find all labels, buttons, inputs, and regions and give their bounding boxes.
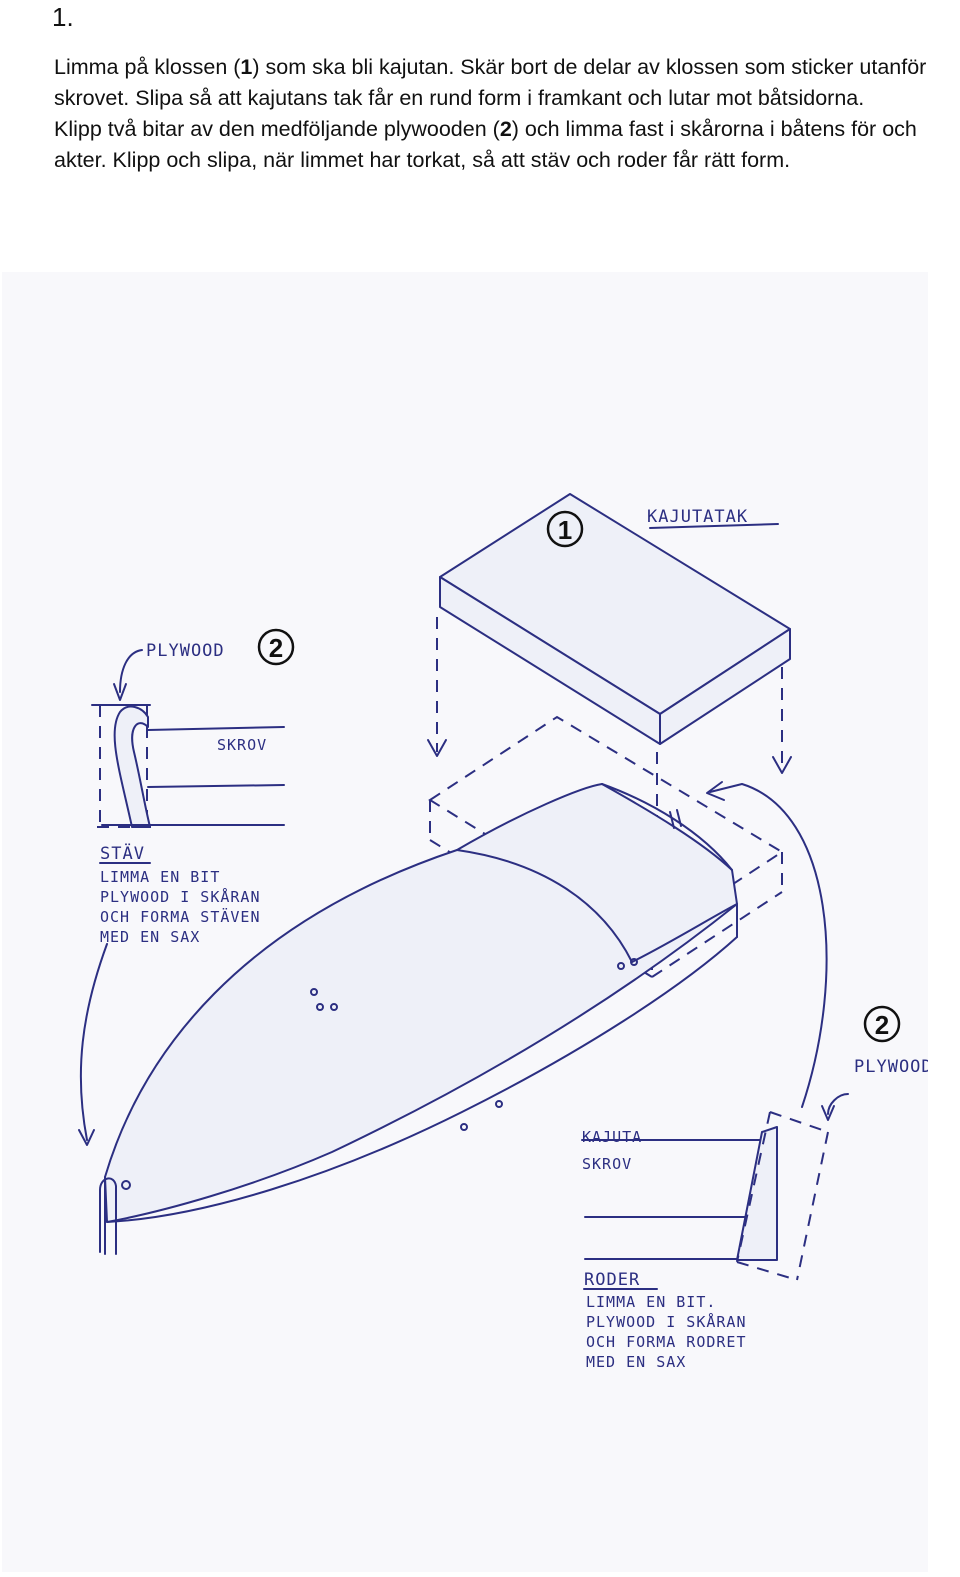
instruction-paragraph-1: Limma på klossen (1) som ska bli kajutan… bbox=[54, 52, 944, 114]
marker-2-right: 2 bbox=[863, 1005, 901, 1043]
assembly-sketch: 1 2 2 KAJUTATAK PLYWOOD SKROV STÄV LIMMA… bbox=[2, 272, 928, 1572]
stav-line-4: MED EN SAX bbox=[100, 928, 200, 946]
step-number: 1. bbox=[52, 2, 74, 32]
instruction-paragraph-2: Klipp två bitar av den medföljande plywo… bbox=[54, 114, 944, 176]
stern-detail bbox=[581, 781, 849, 1281]
stav-line-3: OCH FORMA STÄVEN bbox=[100, 907, 261, 926]
roder-line-1: LIMMA EN BIT. bbox=[586, 1293, 716, 1311]
label-plywood-left: PLYWOOD bbox=[146, 641, 225, 661]
bow-detail bbox=[78, 649, 285, 1146]
label-skrov-right: SKROV bbox=[582, 1155, 632, 1173]
marker-2-left-label: 2 bbox=[269, 633, 283, 663]
cabin-block bbox=[439, 493, 791, 745]
stav-line-2: PLYWOOD I SKÅRAN bbox=[100, 887, 261, 906]
instruction-text: Klipp två bitar av den medföljande plywo… bbox=[54, 117, 500, 141]
marker-1: 1 bbox=[546, 510, 584, 548]
roder-title: RODER bbox=[584, 1270, 640, 1290]
label-kajuta: KAJUTA bbox=[582, 1128, 642, 1146]
label-skrov-left: SKROV bbox=[217, 736, 267, 754]
instructions-text: Limma på klossen (1) som ska bli kajutan… bbox=[54, 52, 944, 176]
label-kajutatak: KAJUTATAK bbox=[647, 507, 748, 527]
sketch-drawing: 1 2 2 KAJUTATAK PLYWOOD SKROV STÄV LIMMA… bbox=[78, 493, 928, 1371]
instruction-text: ) som ska bli kajutan. Skär bort de dela… bbox=[54, 55, 927, 110]
marker-2-left: 2 bbox=[257, 628, 295, 666]
stav-line-1: LIMMA EN BIT bbox=[100, 868, 220, 886]
hull bbox=[99, 783, 738, 1255]
instruction-text: ) och limma fast i skårorna i båtens för… bbox=[54, 117, 917, 172]
roder-line-2: PLYWOOD I SKÅRAN bbox=[586, 1312, 747, 1331]
stav-title: STÄV bbox=[100, 843, 145, 864]
part-number-ref: 2 bbox=[499, 117, 512, 141]
instruction-text: Limma på klossen ( bbox=[54, 55, 241, 79]
marker-2-right-label: 2 bbox=[875, 1010, 889, 1040]
marker-1-label: 1 bbox=[558, 515, 572, 545]
part-number-ref: 1 bbox=[240, 55, 253, 79]
roder-line-4: MED EN SAX bbox=[586, 1353, 686, 1371]
roder-line-3: OCH FORMA RODRET bbox=[586, 1333, 747, 1351]
label-plywood-right: PLYWOOD bbox=[854, 1057, 928, 1077]
